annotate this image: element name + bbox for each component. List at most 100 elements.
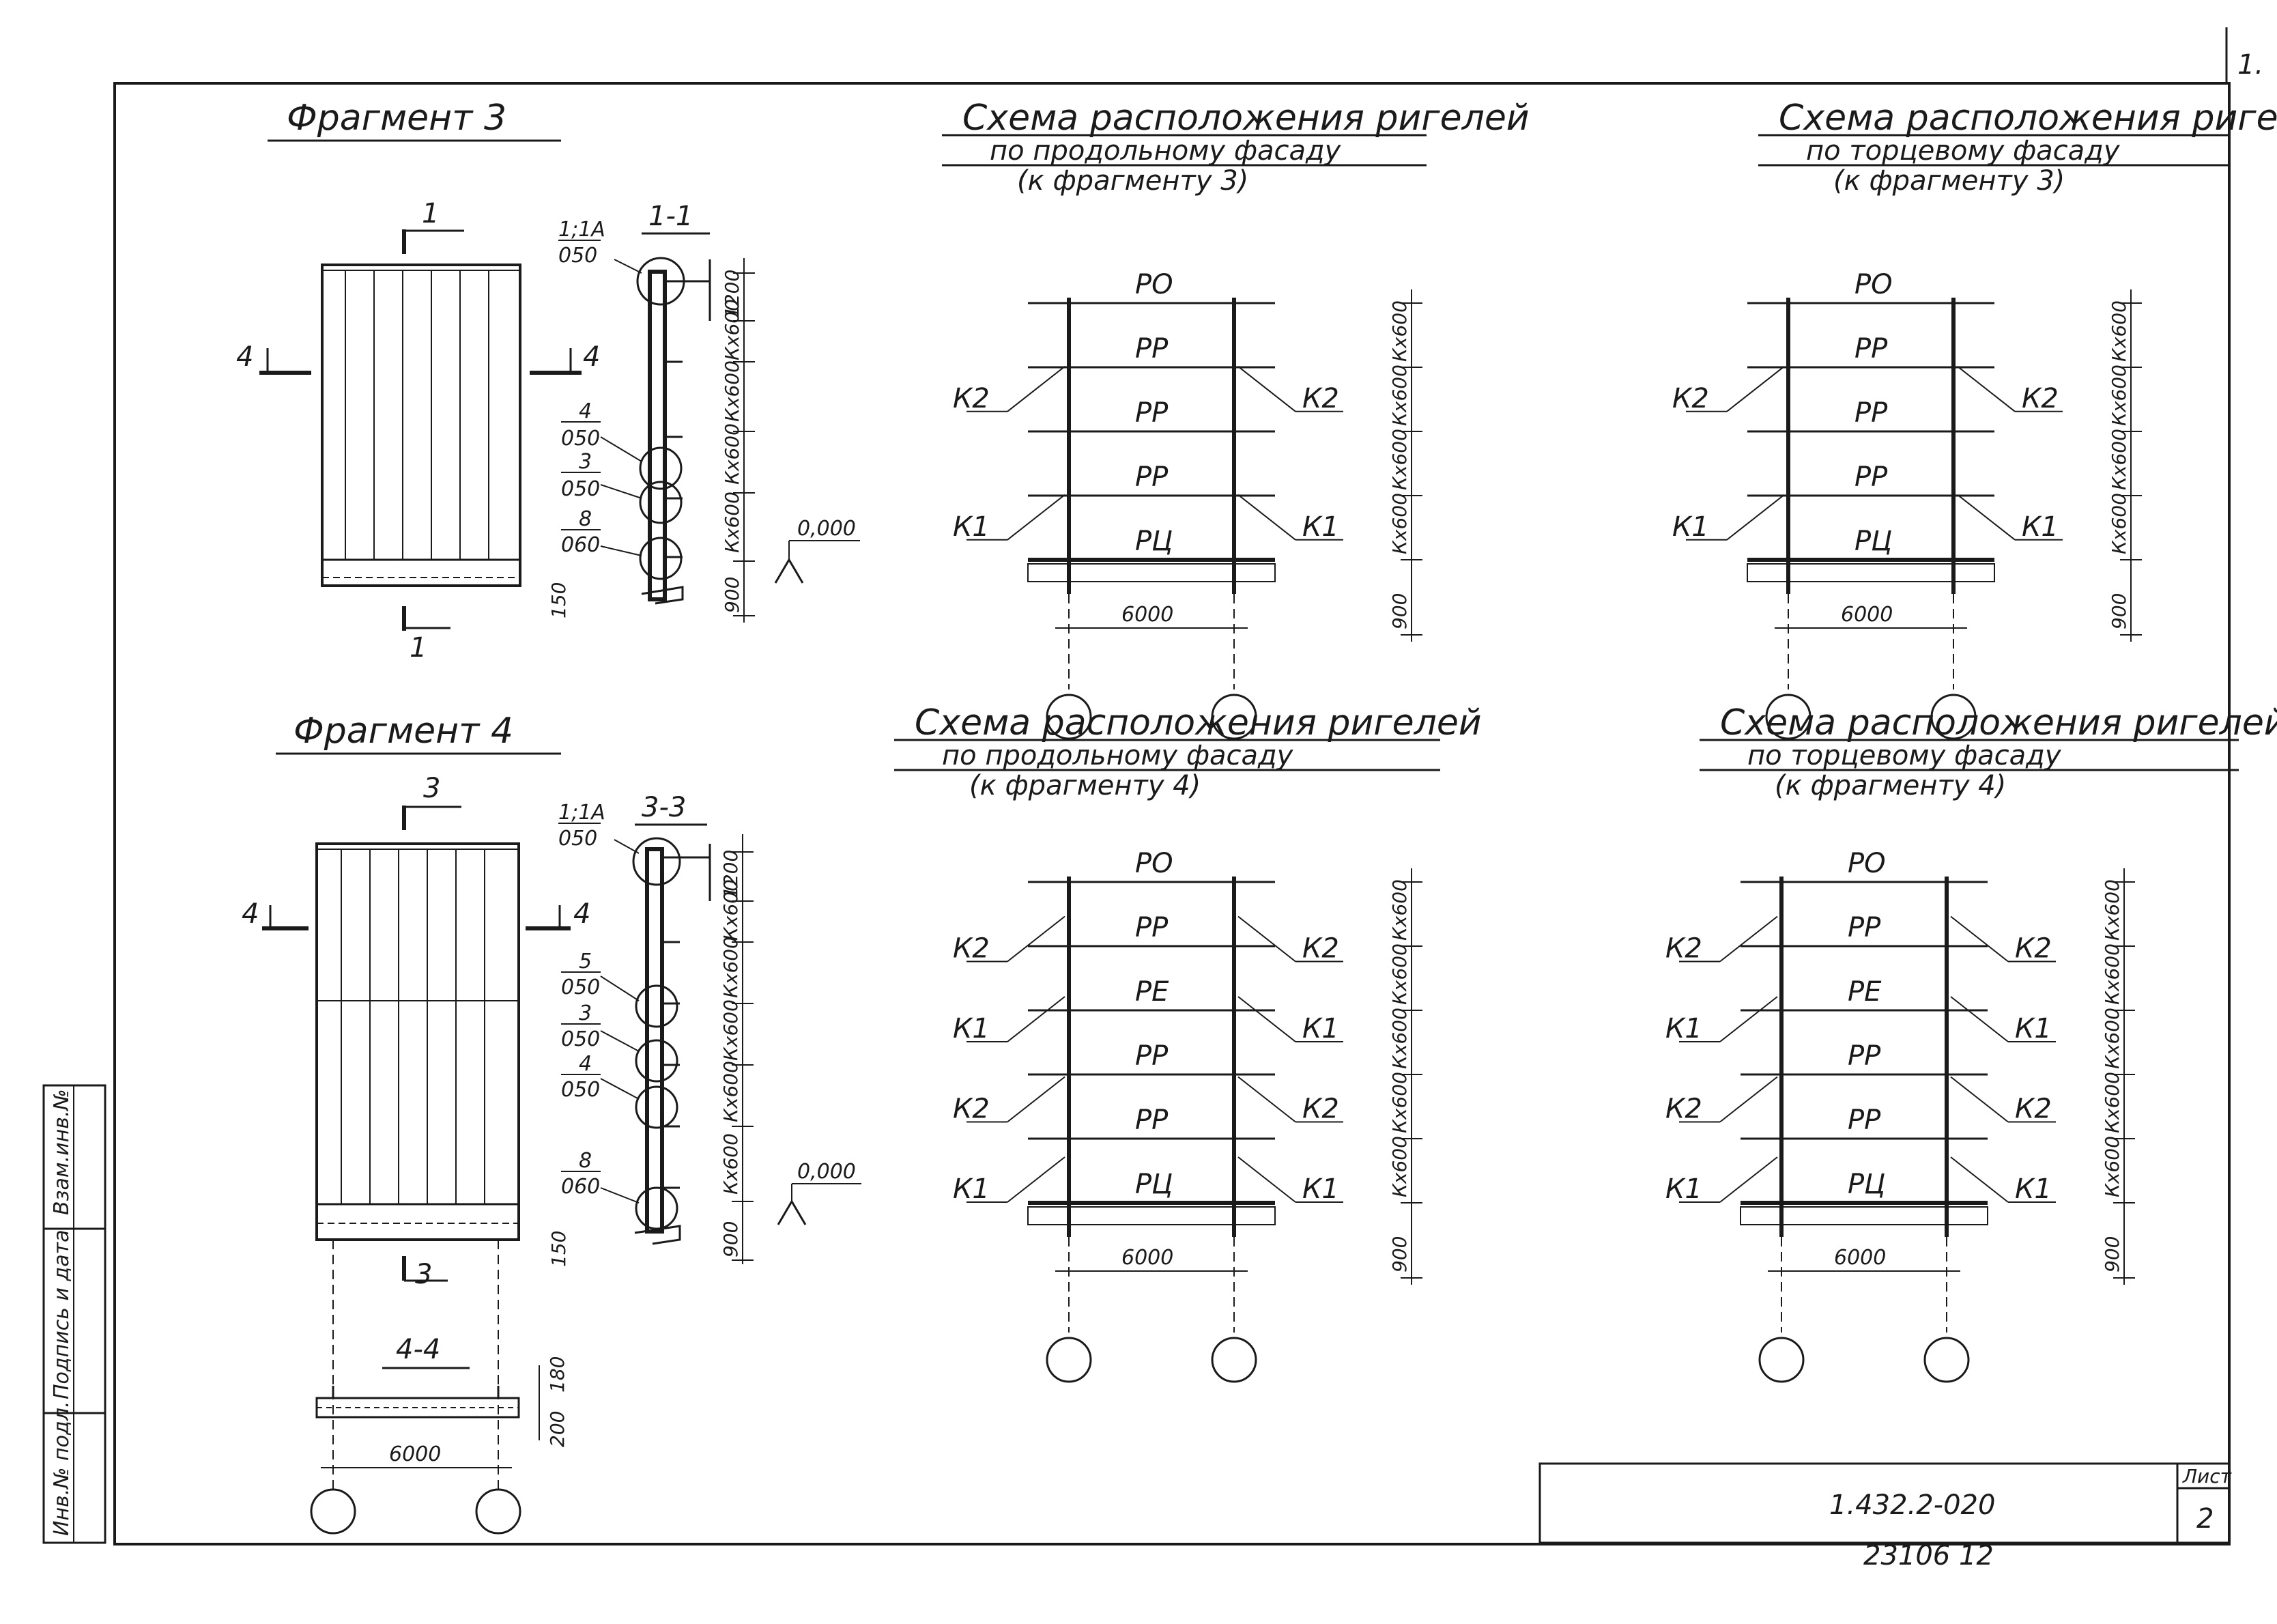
fragment-3-mark-top: 1	[422, 198, 439, 229]
fragment-4-dim-2: Кх600	[719, 879, 742, 941]
fragment-4-dim-6: Кх600	[719, 1133, 742, 1195]
scheme-2-title-line-2: по торцевому фасаду	[1806, 135, 2121, 167]
scheme-2-dim-3: Кх600	[2108, 429, 2130, 490]
scheme-3-dim-5: Кх600	[1388, 1136, 1411, 1197]
scheme-1-title-line-2: по продольному фасаду	[990, 135, 1342, 167]
scheme-3-brace-right-leader-1	[1237, 915, 1296, 963]
scheme-1-brace-left-leader-2	[1007, 494, 1065, 541]
scheme-4-beam-label-5: РР	[1848, 1105, 1881, 1136]
fragment-3-callout-4-num: 8	[579, 507, 592, 531]
scheme-4-brace-left-leader-3	[1719, 1076, 1778, 1123]
scheme-2-axis-circle-2	[1930, 694, 1977, 740]
plan-4-4-dim: 6000	[389, 1442, 441, 1466]
scheme-1-dim-3: Кх600	[1388, 429, 1411, 490]
scheme-2-brace-right-leader-1	[1957, 366, 2016, 412]
fragment-3-callout-4-sheet: 060	[561, 533, 600, 557]
scheme-3-brace-left-2: К1	[953, 1013, 990, 1044]
scheme-3-beam-label-2: РР	[1135, 912, 1169, 943]
drawing-code: 1.432.2-020	[1829, 1490, 1995, 1521]
scheme-4-brace-right-leader-1	[1950, 915, 2009, 963]
sheet-label: Лист	[2182, 1465, 2232, 1487]
stamp-replace-label: Взам.инв.№	[50, 1089, 74, 1215]
fragment-3-dim-4: Кх600	[721, 423, 743, 485]
scheme-1-beam-label-1: РО	[1135, 269, 1173, 300]
fragment-3-callout-2-num: 4	[579, 399, 592, 423]
scheme-4-brace-left-1: К2	[1665, 933, 1702, 965]
scheme-3-axis-circle-2	[1211, 1337, 1257, 1383]
scheme-3-beam-label-4: РР	[1135, 1040, 1169, 1072]
scheme-3-brace-right-2: К1	[1302, 1013, 1339, 1044]
scheme-3-title-line-1: Схема расположения ригелей	[915, 702, 1482, 743]
corner-number: 1.	[2237, 49, 2263, 81]
fragment-4-callout-3-sheet: 050	[561, 1027, 600, 1051]
fragment-4-level: 0,000	[797, 1160, 856, 1184]
scheme-1-dim-4: Кх600	[1388, 493, 1411, 554]
scheme-3-brace-left-leader-3	[1007, 1076, 1065, 1123]
scheme-4-brace-left-leader-1	[1719, 915, 1778, 963]
scheme-4-beam-label-4: РР	[1848, 1040, 1881, 1072]
scheme-3-dim-6: 900	[1388, 1236, 1411, 1272]
scheme-1-beam-label-3: РР	[1135, 397, 1169, 429]
scheme-4-axis-circle-2	[1923, 1337, 1970, 1383]
fragment-3-callout-2-sheet: 050	[561, 427, 600, 451]
scheme-1-dim-1: Кх600	[1388, 300, 1411, 362]
scheme-2-axis-circle-1	[1765, 694, 1811, 740]
scheme-1-brace-right-2: К1	[1302, 511, 1339, 543]
scheme-2-beam-label-4: РР	[1854, 461, 1888, 493]
stamp-inv-label: Инв.№ подл.	[50, 1401, 74, 1536]
fragment-3-dim-3: Кх600	[721, 360, 743, 422]
fragment-3-dim-1: 1200	[721, 270, 743, 318]
plan-4-4: 4-4 6000 180 200	[310, 1240, 569, 1535]
scheme-2-brace-right-1: К2	[2022, 383, 2059, 414]
scheme-2-dim-1: Кх600	[2108, 300, 2130, 362]
fragment-4-elevation	[315, 842, 520, 1241]
scheme-2-title-line-1: Схема расположения ригелей	[1779, 98, 2277, 139]
scheme-1-base	[1027, 563, 1276, 582]
fragment-3-dim-7: 150	[547, 582, 570, 618]
fragment-4-dim-4: Кх600	[719, 999, 742, 1061]
scheme-2-beam-label-3: РР	[1854, 397, 1888, 429]
fragment-3-dim-5: Кх600	[721, 492, 743, 553]
fragment-4-mark-left: 4	[242, 898, 259, 930]
scheme-3-title-line-3: (к фрагменту 4)	[969, 770, 1201, 801]
scheme-4-beam-label-2: РР	[1848, 912, 1881, 943]
scheme-2-brace-right-2: К1	[2022, 511, 2059, 543]
scheme-1-title-line-3: (к фрагменту 3)	[1017, 165, 1248, 197]
scheme-1-axis-circle-1	[1046, 694, 1092, 740]
plan-4-4-title: 4-4	[396, 1334, 440, 1365]
scheme-1-beam-label-5: РЦ	[1135, 526, 1173, 557]
scheme-4-dim-2: Кх600	[2101, 943, 2123, 1005]
scheme-4-brace-right-2: К1	[2015, 1013, 2052, 1044]
scheme-3-base	[1027, 1206, 1276, 1225]
scheme-1-brace-right-leader-2	[1237, 494, 1296, 541]
fragment-4-callout-1-num: 1;1А	[558, 801, 605, 825]
scheme-4-brace-left-leader-2	[1719, 996, 1778, 1042]
scheme-4-brace-right-leader-2	[1950, 996, 2009, 1042]
scheme-3-dim-2: Кх600	[1388, 943, 1411, 1005]
scheme-4-dim-1: Кх600	[2101, 879, 2123, 941]
scheme-3-brace-right-leader-4	[1237, 1156, 1296, 1203]
scheme-1-brace-right-1: К2	[1302, 383, 1339, 414]
scheme-1-axis-circle-2	[1211, 694, 1257, 740]
scheme-1-brace-left-1: К2	[953, 383, 990, 414]
scheme-3-title-line-2: по продольному фасаду	[942, 740, 1294, 771]
scheme-3-brace-left-leader-4	[1007, 1156, 1065, 1203]
fragment-3-mark-left: 4	[236, 341, 253, 373]
scheme-4-dim-5: Кх600	[2101, 1136, 2123, 1197]
scheme-4-brace-right-4: К1	[2015, 1173, 2052, 1205]
scheme-3-brace-right-3: К2	[1302, 1094, 1339, 1125]
fragment-3-dim-6: 900	[721, 577, 743, 613]
scheme-1-dim-5: 900	[1388, 593, 1411, 629]
scheme-3-brace-left-leader-2	[1007, 996, 1065, 1042]
scheme-2-brace-left-1: К2	[1672, 383, 1709, 414]
scheme-3-brace-left-leader-1	[1007, 915, 1065, 963]
scheme-3-brace-right-1: К2	[1302, 933, 1339, 965]
scheme-3-axis-circle-1	[1046, 1337, 1092, 1383]
scheme-4-brace-left-3: К2	[1665, 1094, 1702, 1125]
scheme-4-brace-right-1: К2	[2015, 933, 2052, 965]
scheme-4-axis-circle-1	[1758, 1337, 1805, 1383]
scheme-4-title-line-1: Схема расположения ригелей	[1720, 702, 2277, 743]
